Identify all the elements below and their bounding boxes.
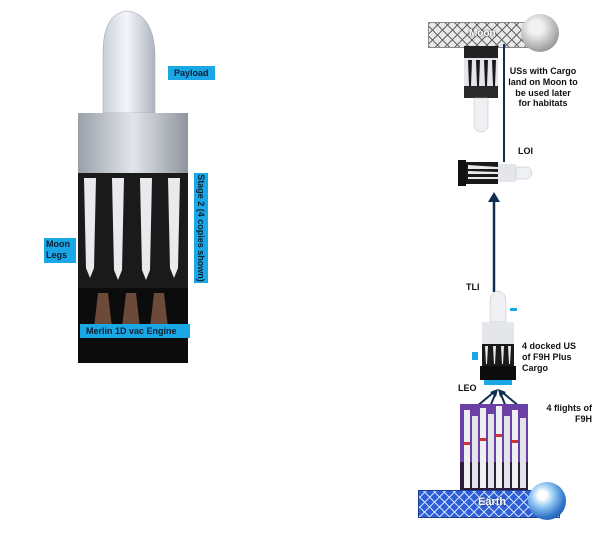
stage2-label-text: Stage 2 (4 copies shown)	[196, 174, 206, 282]
landed-stack-icon	[462, 46, 502, 136]
loi-stack-icon	[458, 160, 538, 186]
moon-label: Moon	[469, 28, 496, 39]
tli-label: TLI	[466, 282, 480, 292]
descent-line	[503, 44, 505, 162]
rocket-stack-illustration	[70, 8, 200, 368]
flights-note: 4 flights of F9H	[546, 403, 593, 424]
rocket-stack-svg	[78, 10, 188, 363]
docked-note: 4 docked US of F9H Plus Cargo	[522, 341, 577, 373]
leo-label: LEO	[458, 383, 477, 393]
transfer-arrow	[486, 192, 502, 292]
payload-fairing	[102, 10, 156, 114]
moon-icon	[521, 14, 559, 52]
launch-rockets	[460, 404, 528, 490]
loi-label: LOI	[518, 146, 533, 156]
docked-marker-small	[510, 308, 517, 311]
stage2-label-vertical: Stage 2 (4 copies shown)	[194, 173, 208, 283]
stage2-white-section	[78, 113, 188, 183]
earth-icon	[528, 482, 566, 520]
earth-label: Earth	[478, 496, 507, 508]
uss-landing-note: USs with Cargo land on Moon to be used l…	[508, 66, 578, 109]
payload-label: Payload	[168, 66, 215, 80]
moon-legs-label: Moon Legs	[44, 238, 76, 263]
docked-marker-left	[472, 352, 478, 360]
docked-stack-icon	[478, 290, 518, 388]
engine-label: Merlin 1D vac Engine	[80, 324, 190, 338]
